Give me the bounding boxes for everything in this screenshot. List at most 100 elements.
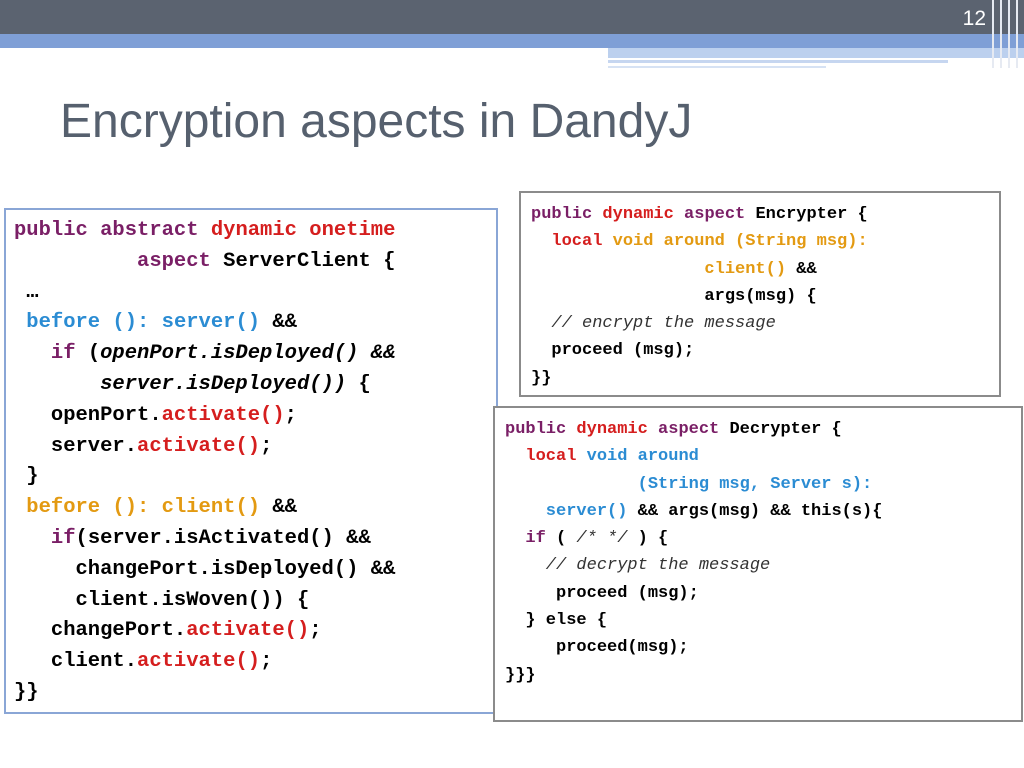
code-token: ; [260, 434, 273, 458]
code-token: activate [186, 619, 285, 643]
code-line: if ( /* */ ) { [505, 525, 1021, 552]
code-token: changePort.isDeployed() && [14, 557, 396, 581]
code-line: server.activate(); [14, 432, 496, 463]
code-token: Decrypter { [729, 420, 842, 439]
code-token: }}} [505, 665, 536, 685]
code-line: if(server.isActivated() && [14, 524, 496, 555]
code-token: }} [14, 680, 39, 704]
code-token: proceed (msg); [531, 341, 695, 361]
code-line: // encrypt the message [531, 310, 999, 337]
code-line: args(msg) { [531, 283, 999, 310]
code-token: public [531, 205, 603, 224]
code-token: void around (String msg): [612, 232, 868, 252]
code-token: dynamic [602, 205, 685, 224]
code-line: } [14, 462, 496, 493]
code-token: void around [586, 447, 699, 467]
slide-title: Encryption aspects in DandyJ [60, 95, 693, 148]
code-token: openPort. [14, 403, 162, 427]
code-line: } else { [505, 607, 1021, 634]
code-token: (String msg, Server s): [505, 474, 873, 494]
code-token: // decrypt the message [505, 556, 771, 576]
code-line: proceed(msg); [505, 634, 1021, 661]
header-vertical-line [1016, 0, 1018, 68]
code-token: () [235, 434, 261, 458]
code-token: server. [14, 434, 138, 458]
code-token: aspect [658, 420, 730, 439]
code-line: // decrypt the message [505, 552, 1021, 579]
code-token: ) { [637, 529, 669, 549]
code-token: && args(msg) && this(s){ [637, 501, 883, 521]
code-token: ( [556, 529, 577, 549]
code-token: args(msg) { [531, 286, 817, 306]
code-token: client() [531, 259, 797, 279]
code-line: (String msg, Server s): [505, 471, 1021, 498]
code-token [14, 250, 137, 273]
code-token: ; [284, 403, 297, 427]
code-token: if [505, 529, 557, 549]
code-token: server.isDeployed()) [14, 372, 359, 396]
code-line: openPort.activate(); [14, 401, 496, 432]
code-block-serverclient: public abstract dynamic onetime aspect S… [4, 208, 498, 714]
code-line: proceed (msg); [531, 337, 999, 364]
code-line: before (): server() && [14, 308, 496, 339]
code-line: if (openPort.isDeployed() && [14, 339, 496, 370]
code-line: server() && args(msg) && this(s){ [505, 498, 1021, 525]
code-token: server() [505, 501, 638, 521]
code-token: changePort. [14, 619, 187, 643]
code-line: }} [14, 678, 496, 709]
code-token: } else { [505, 611, 608, 631]
code-token: ; [260, 650, 273, 674]
code-token: before [14, 496, 113, 520]
code-token: local [531, 232, 613, 252]
code-token: onetime [309, 219, 396, 242]
code-token: ( [87, 342, 101, 366]
code-line: changePort.isDeployed() && [14, 555, 496, 586]
code-token: aspect [137, 249, 224, 273]
code-token: client. [14, 650, 138, 674]
code-token: activate [161, 403, 261, 427]
code-token: dynamic [210, 219, 310, 242]
code-token: && [796, 259, 817, 279]
header-bar [0, 0, 1024, 34]
header-line [608, 66, 826, 68]
slide-number: 12 [962, 7, 986, 30]
code-token: && [272, 496, 297, 520]
code-line: aspect ServerClient { [14, 247, 496, 278]
code-token: proceed (msg); [505, 583, 699, 603]
code-token: && [272, 311, 297, 335]
code-line: }} [531, 365, 999, 392]
code-token: if [14, 526, 76, 550]
code-token: … [14, 280, 39, 304]
code-line: before (): client() && [14, 493, 496, 524]
code-token: } [14, 465, 39, 489]
code-token: Encrypter { [755, 205, 868, 224]
code-line: public abstract dynamic onetime [14, 216, 496, 247]
code-line: local void around [505, 443, 1021, 470]
code-line: proceed (msg); [505, 580, 1021, 607]
code-line: … [14, 278, 496, 309]
code-token: dynamic [576, 420, 659, 439]
code-token: before [14, 311, 113, 335]
code-token: client.isWoven()) { [14, 588, 310, 612]
code-token: () [235, 650, 261, 674]
header-vertical-line [1008, 0, 1010, 68]
code-line: client() && [531, 256, 999, 283]
code-token: public [505, 420, 577, 439]
code-token: local [505, 447, 587, 467]
code-line: client.isWoven()) { [14, 586, 496, 617]
code-block-decrypter: public dynamic aspect Decrypter { local … [493, 406, 1023, 722]
code-token: { [358, 372, 371, 396]
code-block-encrypter: public dynamic aspect Encrypter { local … [519, 191, 1001, 397]
code-token: (): [112, 311, 162, 335]
code-token: ; [309, 619, 322, 643]
header-stripe [0, 34, 1024, 48]
header-line [608, 60, 948, 63]
header-stripe-light [608, 48, 1024, 58]
code-line: }}} [505, 662, 1021, 689]
code-line: server.isDeployed()) { [14, 370, 496, 401]
code-line: changePort.activate(); [14, 616, 496, 647]
code-token: /* */ [576, 529, 638, 549]
code-token: () [260, 403, 285, 427]
code-token: if [14, 342, 88, 366]
header-vertical-line [1000, 0, 1002, 68]
